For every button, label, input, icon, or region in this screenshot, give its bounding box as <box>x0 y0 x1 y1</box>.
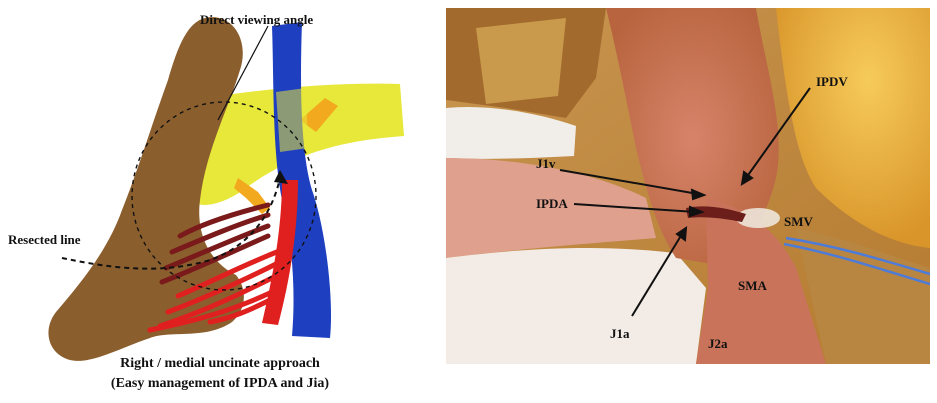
label-resected-line: Resected line <box>8 232 81 247</box>
lower-left-white <box>446 248 706 364</box>
label-ipda: IPDA <box>536 196 568 211</box>
label-smv: SMV <box>784 214 814 229</box>
label-j1a: J1a <box>610 326 630 341</box>
surgical-photo: IPDV J1v IPDA SMV SMA J1a J2a <box>446 8 930 364</box>
retractor-wood <box>476 18 566 104</box>
label-j1v: J1v <box>536 156 556 171</box>
caption-line-1: Right / medial uncinate approach <box>20 356 420 372</box>
label-direct-viewing-angle: Direct viewing angle <box>200 12 313 27</box>
yellow-overlap <box>276 88 308 152</box>
label-sma: SMA <box>738 278 768 293</box>
label-ipdv: IPDV <box>816 74 848 89</box>
label-j2a: J2a <box>708 336 728 351</box>
anatomy-diagram: Direct viewing angle Resected line <box>0 0 430 403</box>
caption-line-2: (Easy management of IPDA and Jia) <box>20 376 420 392</box>
